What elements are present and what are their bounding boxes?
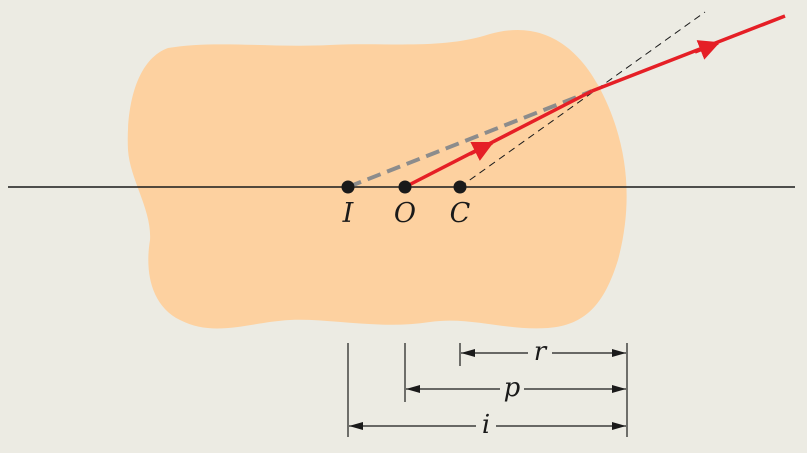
- dimension-p: p: [406, 373, 626, 403]
- dimension-r: r: [461, 337, 626, 367]
- point-c-dot: [453, 180, 467, 194]
- point-o-dot: [398, 180, 412, 194]
- normal-line: [459, 11, 706, 188]
- dimension-r-label: r: [534, 337, 548, 367]
- dimension-i: i: [349, 410, 626, 440]
- point-i-dot: [341, 180, 355, 194]
- refracted-ray-arrow: [694, 40, 720, 60]
- dimension-i-label: i: [482, 410, 490, 440]
- refracted-ray: [591, 14, 786, 93]
- point-i-label: I: [342, 198, 355, 229]
- point-o-label: O: [394, 198, 416, 229]
- medium-blob: [127, 29, 627, 329]
- point-c-label: C: [450, 198, 471, 229]
- virtual-ray: [347, 89, 593, 189]
- incident-ray: [404, 89, 593, 189]
- incident-ray-arrow: [469, 141, 494, 161]
- dimension-p-label: p: [504, 373, 521, 403]
